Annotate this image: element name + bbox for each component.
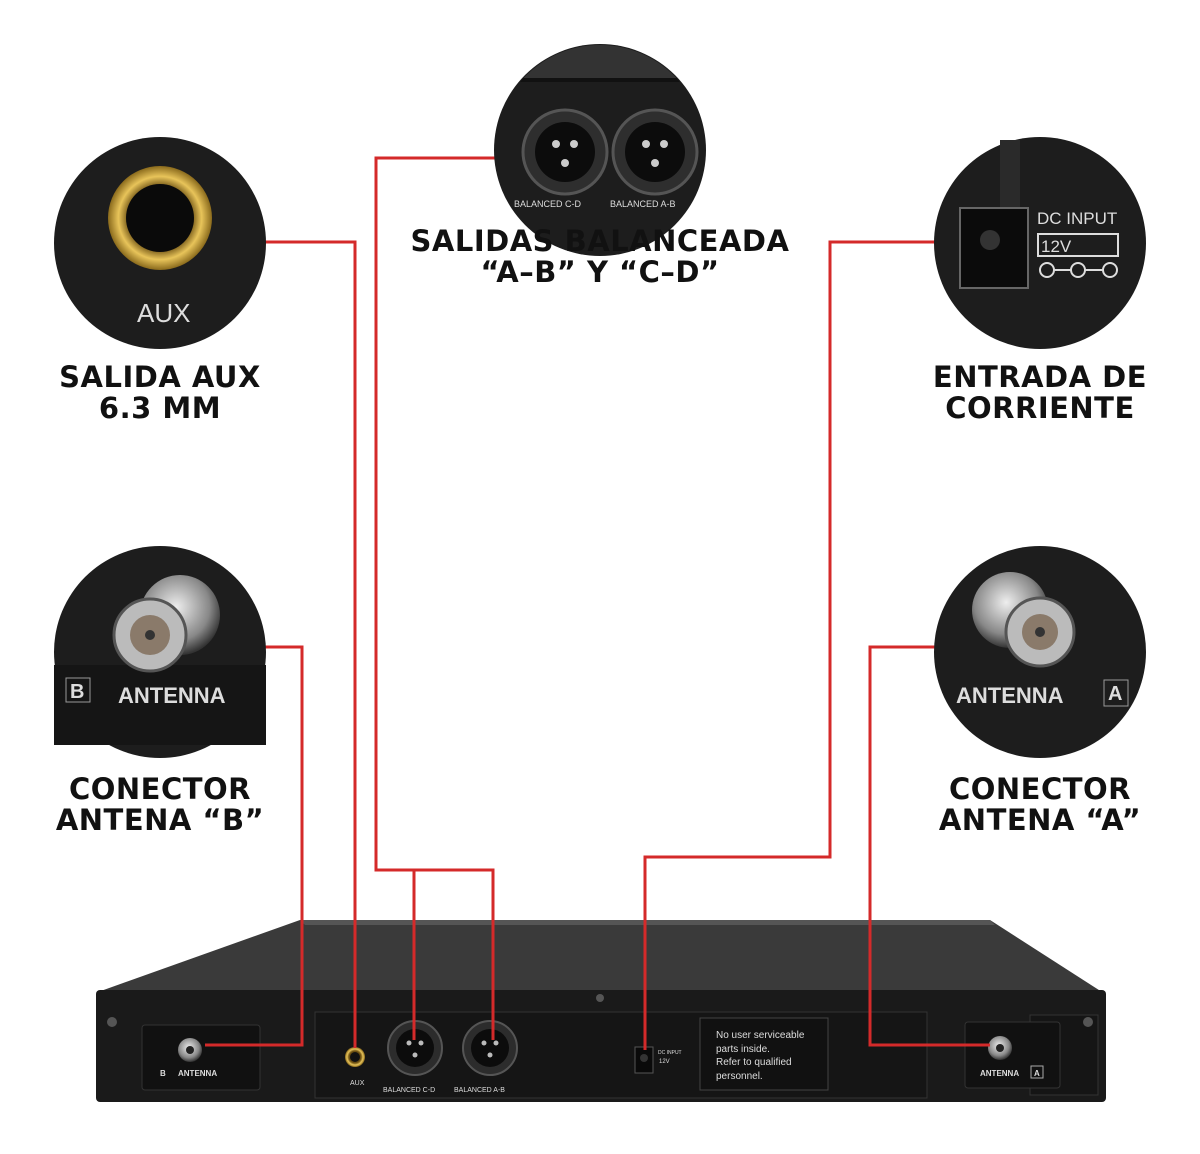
svg-text:personnel.: personnel. [716, 1071, 763, 1082]
device-dc-voltage: 12V [659, 1059, 670, 1065]
svg-text:DC INPUT: DC INPUT [1037, 209, 1117, 228]
screw-icon [107, 1017, 117, 1027]
svg-text:No user serviceable: No user serviceable [716, 1030, 805, 1041]
warning-label: No user serviceable parts inside. Refer … [716, 1030, 805, 1082]
screw-icon [596, 994, 604, 1002]
caption-antenna-a: CONECTOR ANTENA “A” [938, 772, 1142, 837]
device-dc-label: DC INPUT [658, 1050, 682, 1056]
device-top-panel [98, 920, 1102, 992]
svg-text:ANTENNA: ANTENNA [118, 683, 226, 708]
svg-text:BALANCED A-B: BALANCED A-B [610, 199, 676, 209]
caption-aux: SALIDA AUX 6.3 MM [59, 360, 261, 425]
device-aux-label: AUX [350, 1080, 365, 1087]
dc-zoom-circle: DC INPUT 12V [934, 137, 1146, 349]
device-antenna-b-letter: B [160, 1069, 166, 1078]
antenna-b-zoom-circle: B ANTENNA [54, 546, 266, 758]
leader-line-balanced [374, 156, 497, 1040]
svg-text:ANTENNA: ANTENNA [956, 683, 1064, 708]
svg-text:Refer to qualified: Refer to qualified [716, 1057, 792, 1068]
svg-text:BALANCED C-D: BALANCED C-D [514, 199, 582, 209]
leader-line-dc [643, 240, 935, 1050]
leader-line-antenna-b [205, 645, 304, 1047]
aux-zoom-circle: AUX [54, 137, 266, 349]
xlr-connector-cd-icon [521, 108, 609, 196]
device-antenna-a-letter: A [1034, 1069, 1040, 1078]
svg-text:AUX: AUX [137, 298, 190, 328]
device-antenna-b-label: ANTENNA [178, 1069, 217, 1078]
device-antenna-a-label: ANTENNA [980, 1069, 1019, 1078]
leader-line-antenna-a [868, 645, 990, 1047]
device-balanced-ab-label: BALANCED A-B [454, 1087, 505, 1094]
caption-balanced: SALIDAS BALANCEADA “A–B” Y “C–D” [410, 224, 790, 289]
antenna-a-zoom-circle: ANTENNA A [934, 546, 1146, 758]
screw-icon [1083, 1017, 1093, 1027]
svg-text:12V: 12V [1041, 237, 1072, 256]
svg-text:A: A [1108, 683, 1122, 705]
device-balanced-cd-label: BALANCED C-D [383, 1087, 435, 1094]
xlr-connector-ab-icon [611, 108, 699, 196]
receiver-device: B ANTENNA AUX BALANCED C-D BALANCED A-B … [96, 920, 1106, 1102]
svg-text:B: B [70, 681, 84, 703]
xlr-connector-cd-icon [387, 1020, 443, 1076]
xlr-connector-ab-icon [462, 1020, 518, 1076]
svg-text:parts inside.: parts inside. [716, 1044, 770, 1055]
leader-line-aux [265, 240, 357, 1048]
caption-dc: ENTRADA DE CORRIENTE [932, 360, 1148, 425]
polarity-icon [1039, 262, 1118, 278]
leader-lines [205, 156, 990, 1050]
caption-antenna-b: CONECTOR ANTENA “B” [55, 772, 265, 837]
